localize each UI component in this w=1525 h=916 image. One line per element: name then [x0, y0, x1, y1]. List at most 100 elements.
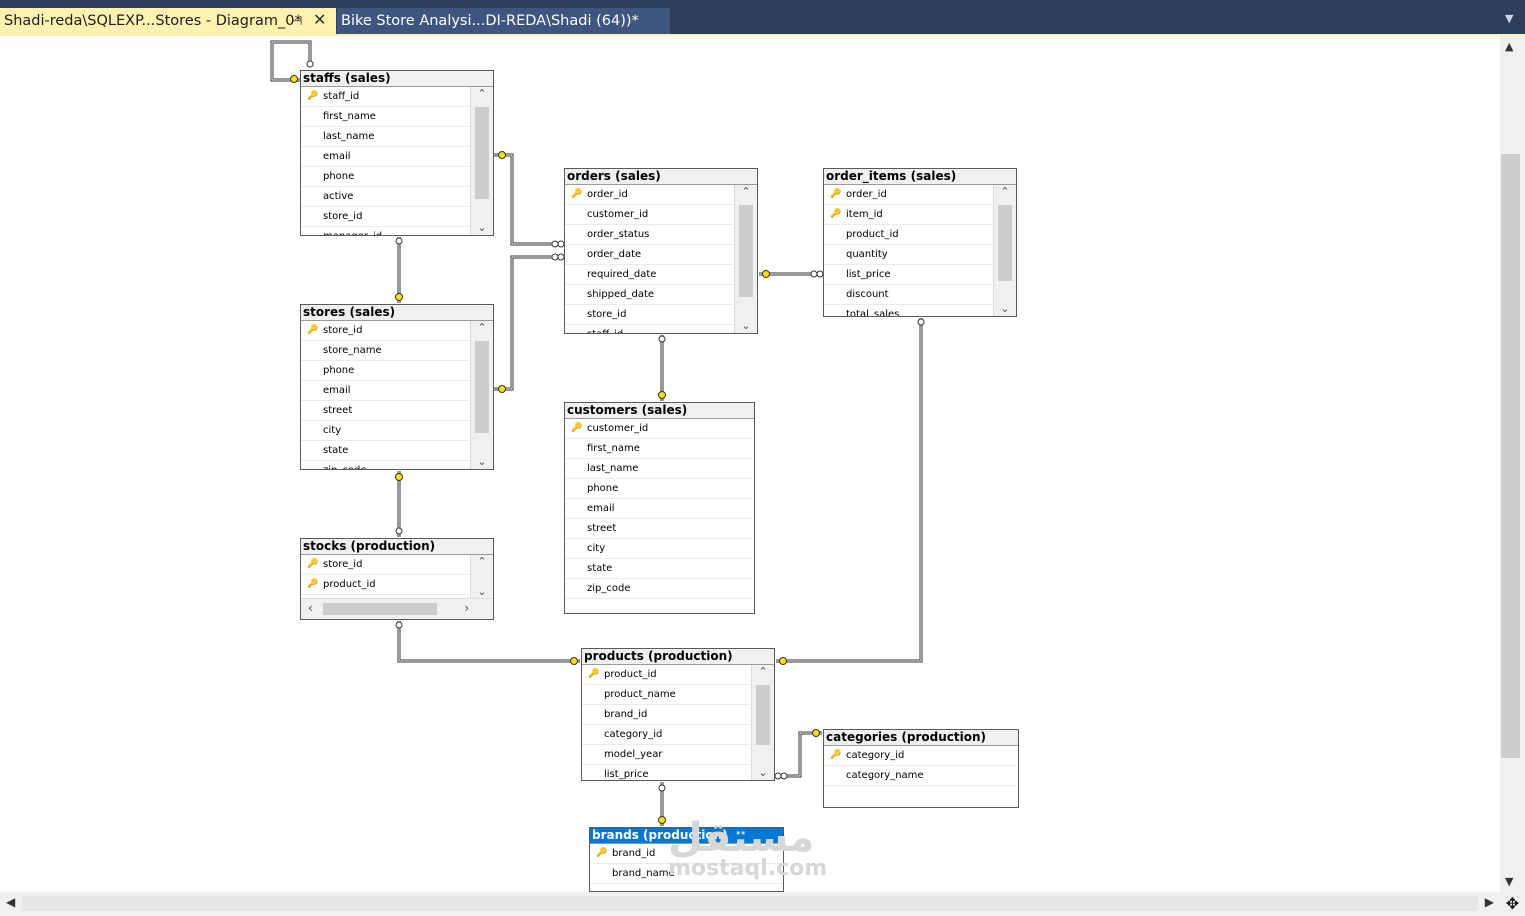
navigate-diagram-icon[interactable]: ✥: [1500, 892, 1525, 916]
column-row[interactable]: zip_code: [565, 579, 754, 599]
chevron-up-icon[interactable]: ⌃: [1000, 185, 1010, 198]
column-row[interactable]: customer_id: [565, 205, 733, 225]
rel-categories-products[interactable]: [776, 731, 822, 778]
column-row[interactable]: brand_name: [590, 864, 783, 884]
column-row[interactable]: order_date: [565, 245, 733, 265]
chevron-up-icon[interactable]: ⌃: [477, 555, 487, 568]
column-row[interactable]: brand_id: [582, 705, 750, 725]
column-row[interactable]: product_id: [824, 225, 992, 245]
scroll-thumb[interactable]: [739, 205, 753, 297]
column-row[interactable]: 🔑store_id: [301, 321, 469, 341]
table-title[interactable]: stocks (production): [301, 539, 493, 555]
chevron-right-icon[interactable]: ›: [464, 601, 469, 615]
close-icon[interactable]: ✕: [313, 10, 327, 29]
table-title[interactable]: categories (production): [824, 730, 1018, 746]
diagram-vertical-scrollbar[interactable]: ▲ ▼: [1500, 36, 1525, 892]
scroll-down-icon[interactable]: ▼: [1505, 875, 1514, 888]
table-title[interactable]: brands (production): [590, 828, 783, 844]
column-row[interactable]: state: [301, 441, 469, 461]
chevron-down-icon[interactable]: ⌄: [758, 766, 768, 779]
column-row[interactable]: list_price: [824, 265, 992, 285]
column-row[interactable]: required_date: [565, 265, 733, 285]
column-row[interactable]: phone: [301, 167, 469, 187]
column-row[interactable]: city: [565, 539, 754, 559]
chevron-down-icon[interactable]: ⌄: [1000, 302, 1010, 315]
chevron-down-icon[interactable]: ⌄: [477, 221, 487, 234]
column-row[interactable]: first_name: [301, 107, 469, 127]
column-row[interactable]: quantity: [824, 245, 992, 265]
scroll-thumb[interactable]: [475, 341, 489, 433]
tab-diagram[interactable]: Shadi-reda\SQLEXP...Stores - Diagram_0* …: [0, 8, 336, 34]
table-vertical-scrollbar[interactable]: ⌃⌄: [993, 185, 1016, 316]
column-row[interactable]: email: [301, 381, 469, 401]
column-row[interactable]: 🔑item_id: [824, 205, 992, 225]
column-row[interactable]: 🔑category_id: [824, 746, 1018, 766]
rel-products-stocks[interactable]: [397, 621, 580, 663]
table-title[interactable]: order_items (sales): [824, 169, 1016, 185]
column-row[interactable]: category_id: [582, 725, 750, 745]
column-row[interactable]: 🔑order_id: [824, 185, 992, 205]
table-title[interactable]: customers (sales): [565, 403, 754, 419]
chevron-left-icon[interactable]: ‹: [308, 601, 313, 615]
column-row[interactable]: 🔑store_id: [301, 555, 469, 575]
column-row[interactable]: category_name: [824, 766, 1018, 786]
table-vertical-scrollbar[interactable]: ⌃⌄: [751, 665, 774, 780]
column-row[interactable]: list_price: [582, 765, 750, 780]
scroll-thumb[interactable]: [323, 603, 437, 615]
column-row[interactable]: 🔑staff_id: [301, 87, 469, 107]
table-vertical-scrollbar[interactable]: ⌃⌄: [470, 87, 493, 235]
column-row[interactable]: state: [565, 559, 754, 579]
column-row[interactable]: manager_id: [301, 227, 469, 235]
pin-icon[interactable]: ⊣: [292, 14, 303, 28]
rel-stores-orders[interactable]: [494, 255, 563, 391]
column-row[interactable]: last_name: [301, 127, 469, 147]
table-vertical-scrollbar[interactable]: ⌃⌄: [470, 555, 493, 599]
table-vertical-scrollbar[interactable]: ⌃⌄: [734, 185, 757, 333]
column-row[interactable]: city: [301, 421, 469, 441]
column-row[interactable]: last_name: [565, 459, 754, 479]
chevron-up-icon[interactable]: ⌃: [477, 321, 487, 334]
column-row[interactable]: zip_code: [301, 461, 469, 469]
column-row[interactable]: discount: [824, 285, 992, 305]
tab-query[interactable]: Bike Store Analysi...DI-REDA\Shadi (64))…: [337, 8, 670, 34]
chevron-down-icon[interactable]: ⌄: [741, 319, 751, 332]
column-row[interactable]: store_id: [565, 305, 733, 325]
table-title[interactable]: stores (sales): [301, 305, 493, 321]
chevron-down-icon[interactable]: ▼: [1505, 12, 1514, 25]
column-row[interactable]: order_status: [565, 225, 733, 245]
column-row[interactable]: street: [301, 401, 469, 421]
table-title[interactable]: orders (sales): [565, 169, 757, 185]
column-row[interactable]: active: [301, 187, 469, 207]
scroll-up-icon[interactable]: ▲: [1505, 40, 1514, 53]
column-row[interactable]: 🔑product_id: [301, 575, 469, 595]
column-row[interactable]: store_id: [301, 207, 469, 227]
table-vertical-scrollbar[interactable]: ⌃⌄: [470, 321, 493, 469]
scroll-thumb[interactable]: [475, 107, 489, 199]
scroll-thumb[interactable]: [998, 205, 1012, 281]
scroll-thumb[interactable]: [756, 685, 770, 745]
column-row[interactable]: model_year: [582, 745, 750, 765]
column-row[interactable]: email: [565, 499, 754, 519]
horizontal-scroll-thumb[interactable]: [22, 896, 1478, 911]
rel-staffs-orders[interactable]: [494, 153, 563, 246]
column-row[interactable]: 🔑brand_id: [590, 844, 783, 864]
chevron-down-icon[interactable]: ⌄: [477, 585, 487, 598]
scroll-right-icon[interactable]: ▶: [1484, 895, 1494, 909]
column-row[interactable]: store_name: [301, 341, 469, 361]
chevron-up-icon[interactable]: ⌃: [741, 185, 751, 198]
column-row[interactable]: 🔑product_id: [582, 665, 750, 685]
column-row[interactable]: email: [301, 147, 469, 167]
rel-products-order-items[interactable]: [776, 318, 923, 663]
rel-staffs-self[interactable]: [270, 40, 312, 82]
column-row[interactable]: product_name: [582, 685, 750, 705]
chevron-down-icon[interactable]: ⌄: [477, 455, 487, 468]
table-stocks[interactable]: stocks (production)🔑store_id🔑product_id⌃…: [300, 538, 494, 620]
